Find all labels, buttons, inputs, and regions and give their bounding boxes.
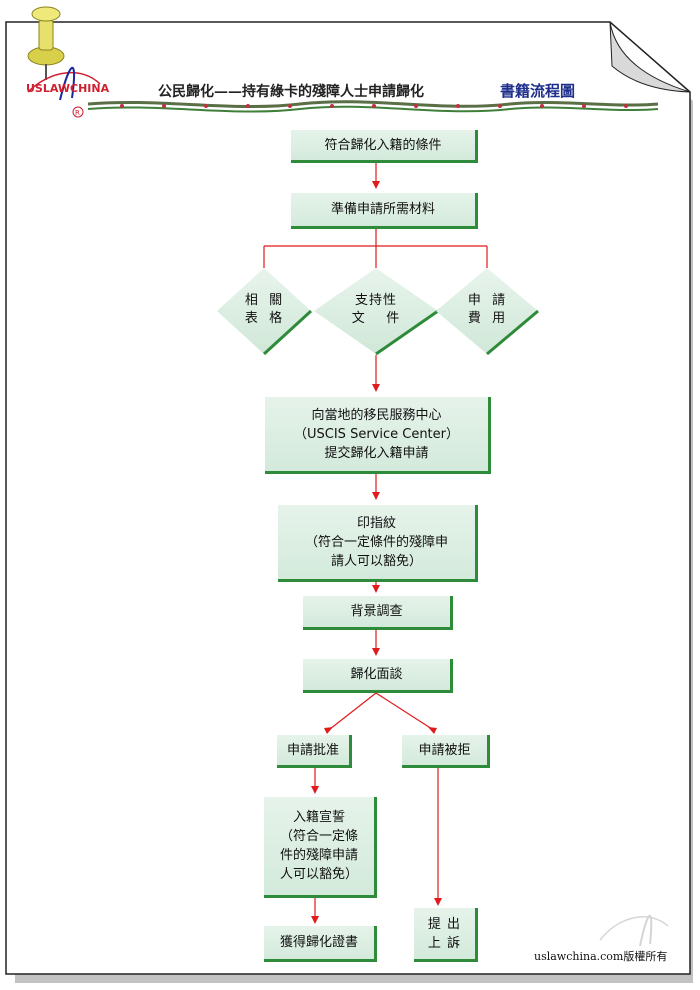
node-forms: 相 關 表 格 — [244, 293, 284, 326]
copyright-notice: uslawchina.com版權所有 — [534, 950, 668, 963]
pushpin-icon — [27, 6, 65, 80]
node-fingerprint: 印指紋 （符合一定條件的殘障申 請人可以豁免） — [278, 505, 478, 582]
arrowheads — [311, 181, 442, 924]
node-certificate: 獲得歸化證書 — [264, 926, 377, 962]
folded-corner — [609, 21, 691, 93]
node-support: 支持性 文 件 — [351, 293, 401, 326]
node-submit: 向當地的移民服務中心 （USCIS Service Center） 提交歸化入籍… — [265, 397, 491, 474]
logo-text: USLAWCHINA — [26, 82, 110, 95]
diamond-forms — [217, 268, 313, 356]
page-title: 公民歸化——持有綠卡的殘障人士申請歸化 — [158, 84, 424, 100]
diamond-fees — [436, 268, 539, 356]
node-fees: 申 請 費 用 — [467, 293, 507, 326]
uslawchina-logo: R — [27, 66, 101, 118]
node-denied: 申請被拒 — [402, 735, 490, 768]
node-prepare: 準備申請所需材料 — [291, 193, 478, 229]
diamond-support — [314, 268, 439, 356]
page-subtitle: 書籍流程圖 — [500, 82, 576, 100]
node-interview: 歸化面談 — [303, 659, 453, 693]
node-appeal: 提 出 上 訴 — [414, 908, 478, 962]
node-background: 背景調查 — [303, 596, 453, 630]
svg-text:R: R — [75, 109, 80, 117]
watermark-logo — [599, 914, 669, 947]
header-stripe — [87, 100, 659, 113]
node-approved: 申請批准 — [277, 735, 352, 768]
node-oath: 入籍宣誓 （符合一定條 件的殘障申請 人可以豁免） — [264, 797, 377, 898]
node-conditions: 符合歸化入籍的條件 — [291, 130, 478, 163]
connectors — [263, 163, 488, 921]
paper-sheet — [5, 21, 691, 975]
